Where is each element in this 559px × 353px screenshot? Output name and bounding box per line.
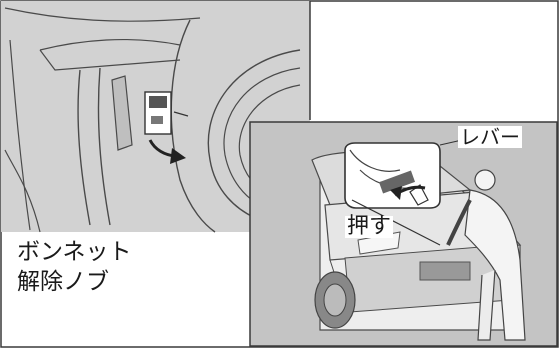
right-panel	[249, 121, 558, 347]
pull-arrow-icon	[148, 139, 186, 164]
left-panel	[1, 1, 311, 233]
release-knob-label-line-1: ボンネット	[17, 239, 132, 265]
hood-release-knob-icon	[144, 91, 189, 135]
push-label: 押す	[345, 214, 394, 239]
person-icon	[446, 169, 526, 341]
lever-closeup-bubble	[344, 142, 441, 246]
lever-label: レバー	[458, 125, 522, 149]
release-knob-label-line-2: 解除ノブ	[17, 269, 109, 295]
push-arrow-icon	[390, 185, 426, 200]
